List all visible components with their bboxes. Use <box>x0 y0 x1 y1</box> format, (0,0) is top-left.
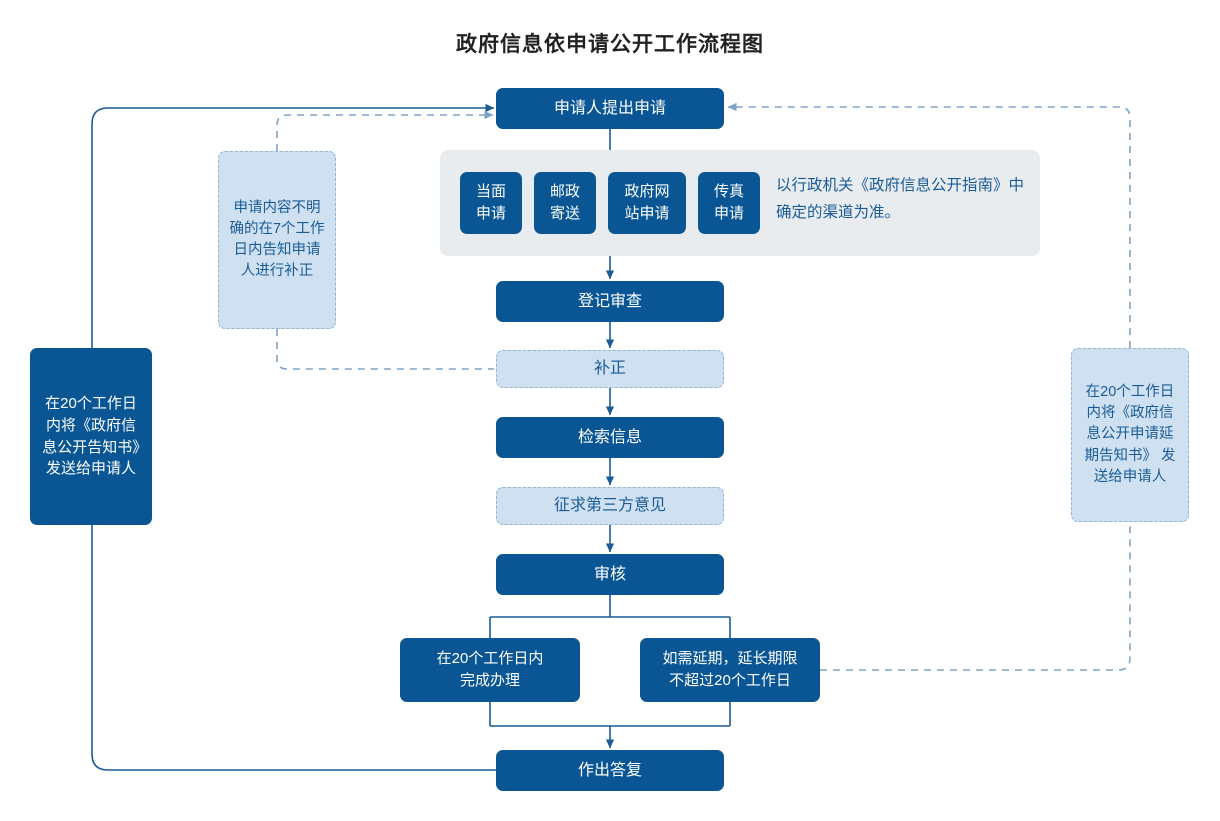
node-channel-website[interactable]: 政府网 站申请 <box>608 172 686 234</box>
node-correction[interactable]: 补正 <box>496 350 724 388</box>
note-extension-notice[interactable]: 在20个工作日内将《政府信息公开申请延期告知书》 发送给申请人 <box>1071 348 1189 522</box>
note-disclosure-notice[interactable]: 在20个工作日内将《政府信息公开告知书》发送给申请人 <box>30 348 152 525</box>
channel-guide-note: 以行政机关《政府信息公开指南》中确定的渠道为准。 <box>776 177 1025 222</box>
node-extension[interactable]: 如需延期，延长期限 不超过20个工作日 <box>640 638 820 702</box>
node-channel-postal[interactable]: 邮政 寄送 <box>534 172 596 234</box>
node-retrieve-information[interactable]: 检索信息 <box>496 417 724 458</box>
node-audit[interactable]: 审核 <box>496 554 724 595</box>
page-title: 政府信息依申请公开工作流程图 <box>456 33 764 56</box>
node-channel-fax[interactable]: 传真 申请 <box>698 172 760 234</box>
note-correction-7-days[interactable]: 申请内容不明确的在7个工作日内告知申请人进行补正 <box>218 151 336 329</box>
node-apply[interactable]: 申请人提出申请 <box>496 88 724 129</box>
node-third-party-opinion[interactable]: 征求第三方意见 <box>496 487 724 525</box>
node-registration-review[interactable]: 登记审查 <box>496 281 724 322</box>
node-channel-in-person[interactable]: 当面 申请 <box>460 172 522 234</box>
node-make-reply[interactable]: 作出答复 <box>496 750 724 791</box>
node-complete-within-20-days[interactable]: 在20个工作日内 完成办理 <box>400 638 580 702</box>
